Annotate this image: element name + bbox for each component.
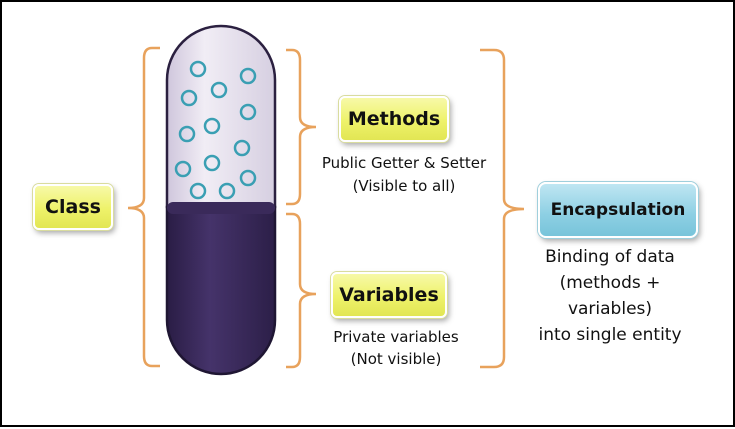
capsule-icon xyxy=(165,24,277,376)
methods-note-line: Public Getter & Setter xyxy=(321,154,487,172)
variables-brace-icon xyxy=(286,212,317,369)
variables-label-text: Variables xyxy=(339,284,439,306)
encapsulation-brace-icon xyxy=(480,48,525,369)
variables-note-line: Private variables xyxy=(333,328,459,346)
granule-icon xyxy=(239,67,257,85)
granule-icon xyxy=(180,89,198,107)
granule-icon xyxy=(178,125,196,143)
methods-note-line: (Visible to all) xyxy=(352,177,456,195)
encapsulation-note-line: (methods + xyxy=(559,273,661,293)
encapsulation-note-line: Binding of data xyxy=(545,247,675,267)
class-label-text: Class xyxy=(45,196,101,218)
granule-icon xyxy=(218,182,236,200)
encapsulation-note-line: into single entity xyxy=(538,325,682,345)
granule-icon xyxy=(239,103,257,121)
encapsulation-note-line: variables) xyxy=(567,299,653,319)
variables-label: Variables xyxy=(331,272,447,318)
granule-icon xyxy=(189,182,207,200)
methods-brace-icon xyxy=(286,48,317,206)
granule-icon xyxy=(210,81,228,99)
encapsulation-note: Binding of data (methods + variables) in… xyxy=(518,244,702,348)
granule-icon xyxy=(233,139,251,157)
class-label: Class xyxy=(33,184,113,230)
granule-icon xyxy=(189,60,207,78)
granule-icon xyxy=(239,169,257,187)
class-brace-icon xyxy=(127,46,160,368)
granule-icon xyxy=(174,160,192,178)
variables-note: Private variables (Not visible) xyxy=(306,326,486,370)
granule-group xyxy=(174,60,257,200)
variables-note-line: (Not visible) xyxy=(350,350,442,368)
encapsulation-label-text: Encapsulation xyxy=(550,200,686,220)
granule-icon xyxy=(203,117,221,135)
methods-note: Public Getter & Setter (Visible to all) xyxy=(298,152,510,198)
granule-icon xyxy=(203,154,221,172)
methods-label-text: Methods xyxy=(347,108,441,130)
encapsulation-label: Encapsulation xyxy=(538,182,698,238)
methods-label: Methods xyxy=(339,96,449,142)
